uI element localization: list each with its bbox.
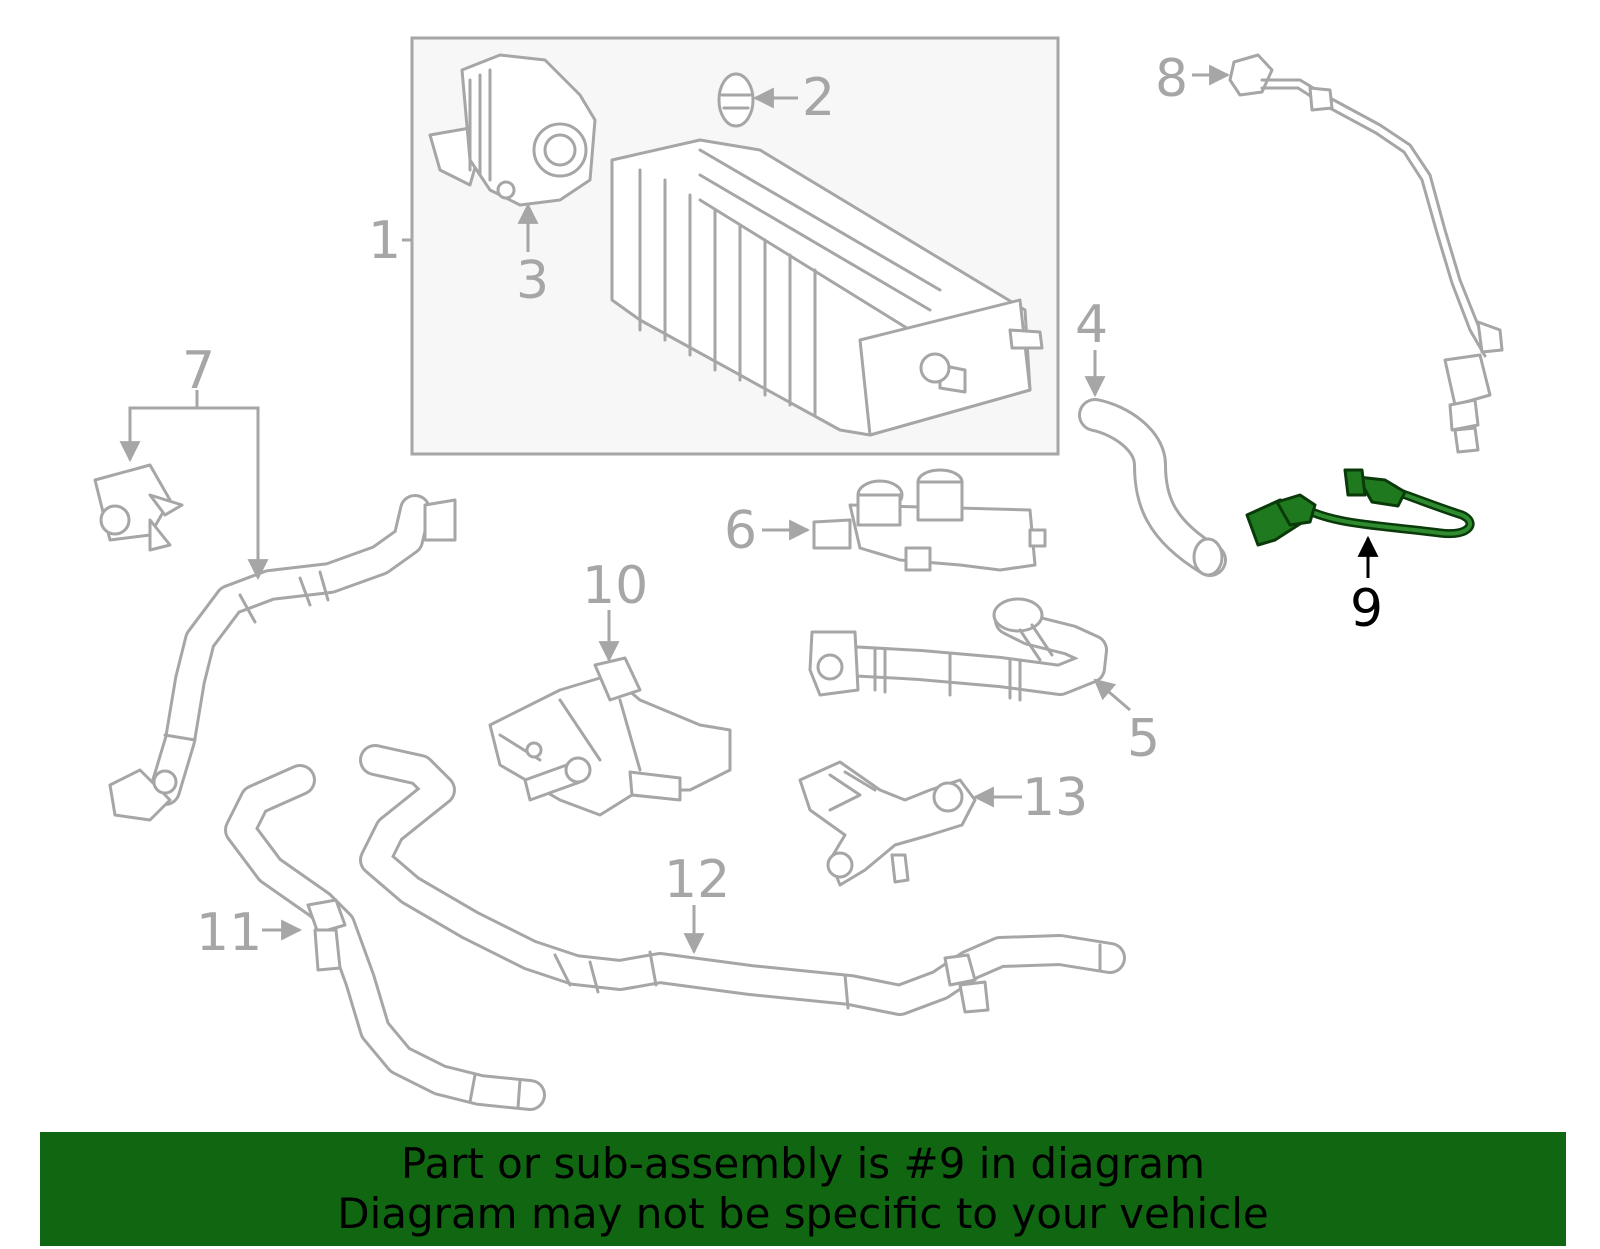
callout-7: 7 xyxy=(182,341,215,401)
leader-5 xyxy=(1093,678,1131,712)
callout-10: 10 xyxy=(582,556,648,616)
part-3-purge-valve xyxy=(428,53,597,207)
callout-11: 11 xyxy=(196,903,262,963)
callout-4: 4 xyxy=(1075,295,1108,355)
part-6-valve xyxy=(812,468,1047,572)
part-7-hose xyxy=(93,463,457,822)
callout-6: 6 xyxy=(724,501,757,561)
part-11-hose xyxy=(224,764,546,1111)
part-13-sensor xyxy=(798,760,977,887)
info-banner: Part or sub-assembly is #9 in diagram Di… xyxy=(40,1132,1566,1246)
part-8-oxygen-sensor-upstream xyxy=(1228,53,1504,454)
part-2-clip xyxy=(717,72,755,128)
callout-8: 8 xyxy=(1155,49,1188,109)
part-5-hose xyxy=(808,597,1108,702)
callout-2: 2 xyxy=(802,68,835,128)
callout-12: 12 xyxy=(664,850,730,910)
part-9-oxygen-sensor-highlighted xyxy=(1245,468,1475,547)
part-1-canister xyxy=(610,138,1044,437)
callout-5: 5 xyxy=(1127,709,1160,769)
callout-9: 9 xyxy=(1350,579,1383,639)
callout-1: 1 xyxy=(368,211,401,271)
callout-3: 3 xyxy=(516,251,549,311)
callout-13: 13 xyxy=(1022,768,1088,828)
part-4-hose xyxy=(1078,398,1227,577)
part-12-hose xyxy=(359,744,1126,1016)
banner-line-part: Part or sub-assembly is #9 in diagram xyxy=(400,1139,1206,1188)
part-10-solenoid xyxy=(488,656,732,817)
banner-line-disclaimer: Diagram may not be specific to your vehi… xyxy=(337,1189,1269,1238)
